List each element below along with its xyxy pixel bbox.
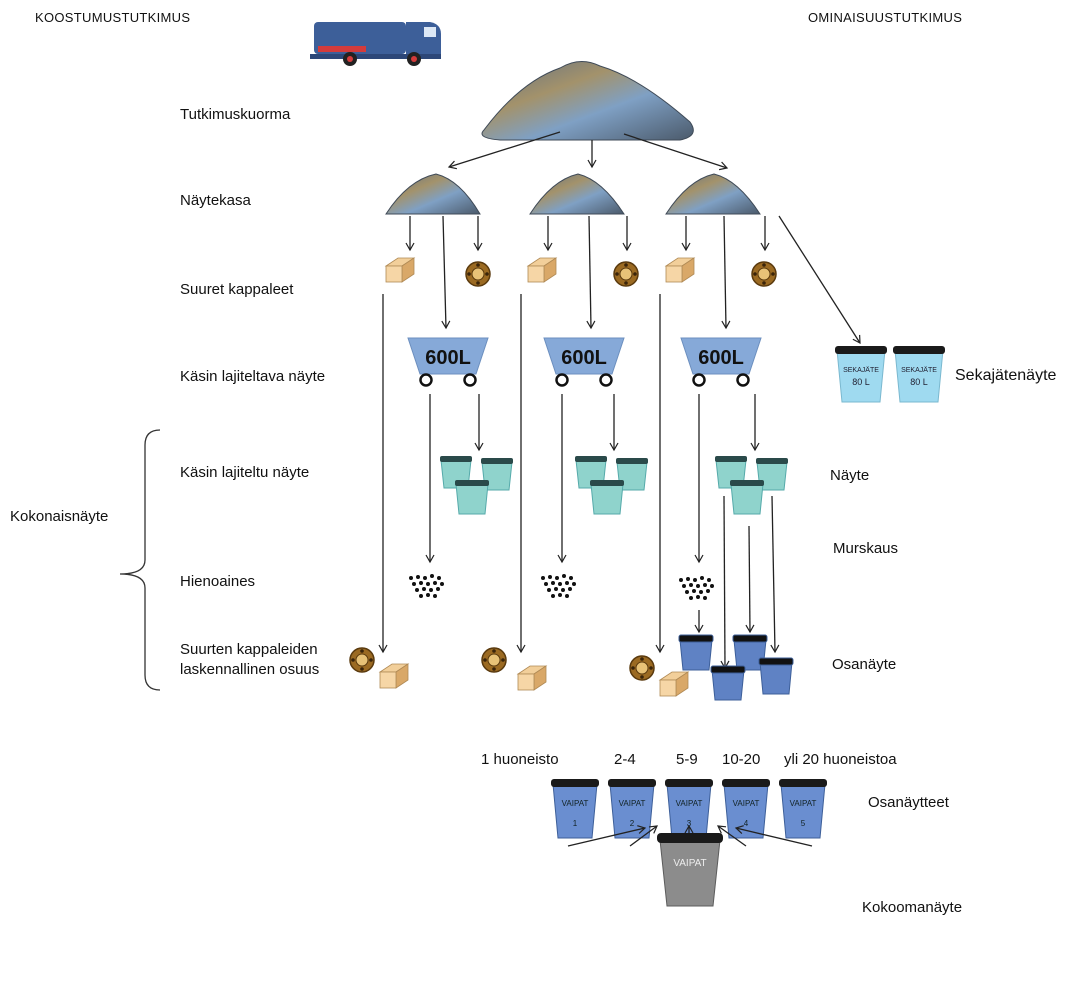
label-tutkimuskuorma: Tutkimuskuorma (180, 106, 291, 123)
container-600l-icon: 600L (406, 336, 490, 387)
sample-pile-icon (529, 173, 625, 215)
svg-text:VAIPAT: VAIPAT (562, 799, 589, 808)
label-osanaytteet: Osanäytteet (868, 794, 949, 811)
svg-text:VAIPAT: VAIPAT (733, 799, 760, 808)
bucket-vaipat (455, 480, 489, 515)
household-4: 10-20 (722, 751, 761, 768)
svg-text:80 L: 80 L (852, 377, 870, 387)
crushed-buckets (678, 634, 794, 701)
header-right: OMINAISUUSTUTKIMUS (808, 10, 963, 25)
household-2: 2-4 (614, 751, 636, 768)
label-nayte: Näyte (830, 467, 870, 484)
column-arrows (378, 215, 861, 670)
household-3: 5-9 (676, 751, 698, 768)
bucket-vaipat-5 (779, 779, 827, 839)
household-1: 1 huoneisto (481, 751, 559, 768)
household-buckets (551, 779, 827, 839)
tyre-icon (349, 647, 375, 673)
container-label: 600L (425, 347, 471, 369)
label-kasin-lajiteltava: Käsin lajiteltava näyte (180, 368, 326, 385)
tyre-icon (613, 261, 639, 287)
pile-arrows (447, 131, 729, 171)
composite-bucket-vaipat: VAIPAT (657, 833, 723, 907)
svg-text:SEKAJÄTE: SEKAJÄTE (843, 366, 879, 374)
svg-text:5: 5 (801, 819, 806, 828)
fine-material-icon (541, 574, 576, 598)
svg-text:4: 4 (744, 819, 749, 828)
sekajate-bucket-icon: SEKAJÄTE 80 L (893, 346, 945, 403)
label-suurten-line2: laskennallinen osuus (180, 661, 320, 678)
svg-text:VAIPAT: VAIPAT (673, 858, 706, 869)
svg-text:SEKAJÄTE: SEKAJÄTE (901, 366, 937, 374)
sample-pile-icon (665, 173, 761, 215)
label-osanayte: Osanäyte (832, 656, 897, 673)
fine-material-icon (409, 574, 444, 598)
container-label: 600L (561, 347, 607, 369)
household-5: yli 20 huoneistoa (784, 751, 897, 768)
svg-text:VAIPAT: VAIPAT (790, 799, 817, 808)
label-suuret-kappaleet: Suuret kappaleet (180, 281, 294, 298)
container-600l-icon: 600L (542, 336, 626, 387)
truck-icon (310, 22, 441, 66)
svg-text:VAIPAT: VAIPAT (619, 799, 646, 808)
label-kasin-lajiteltu: Käsin lajiteltu näyte (180, 464, 310, 481)
bucket-vaipat-4 (722, 779, 770, 839)
fine-material-icon (679, 576, 714, 600)
container-600l-icon: 600L (679, 336, 763, 387)
container-label: 600L (698, 347, 744, 369)
box-icon (385, 257, 415, 283)
sorted-buckets (440, 456, 513, 515)
svg-text:VAIPAT: VAIPAT (676, 799, 703, 808)
label-murskaus: Murskaus (833, 540, 899, 557)
label-suurten-line1: Suurten kappaleiden (180, 641, 318, 658)
label-kokonaisnayte: Kokonaisnäyte (10, 508, 109, 525)
svg-text:80 L: 80 L (910, 377, 928, 387)
bucket-vaipat-2 (608, 779, 656, 839)
group-brace (119, 429, 161, 691)
tyre-icon (465, 261, 491, 287)
bucket-vaipat-1 (551, 779, 599, 839)
label-hienoaines: Hienoaines (180, 573, 256, 590)
label-kokoomanayte: Kokoomanäyte (862, 899, 963, 916)
svg-text:1: 1 (573, 819, 578, 828)
sample-pile-icon (385, 173, 481, 215)
header-left: KOOSTUMUSTUTKIMUS (35, 10, 191, 25)
box-icon (527, 257, 557, 283)
svg-text:3: 3 (687, 819, 692, 828)
main-pile-icon (481, 61, 694, 141)
box-icon (517, 665, 547, 691)
tyre-icon (751, 261, 777, 287)
box-icon (665, 257, 695, 283)
box-icon (659, 671, 689, 697)
tyre-icon (481, 647, 507, 673)
bucket-vaipat-3 (665, 779, 713, 839)
box-icon (379, 663, 409, 689)
label-naytekasa: Näytekasa (180, 192, 251, 209)
tyre-icon (629, 655, 655, 681)
svg-text:2: 2 (630, 819, 635, 828)
sekajate-bucket-icon: SEKAJÄTE 80 L (835, 346, 887, 403)
label-sekajatenayte: Sekajätenäyte (955, 367, 1057, 384)
